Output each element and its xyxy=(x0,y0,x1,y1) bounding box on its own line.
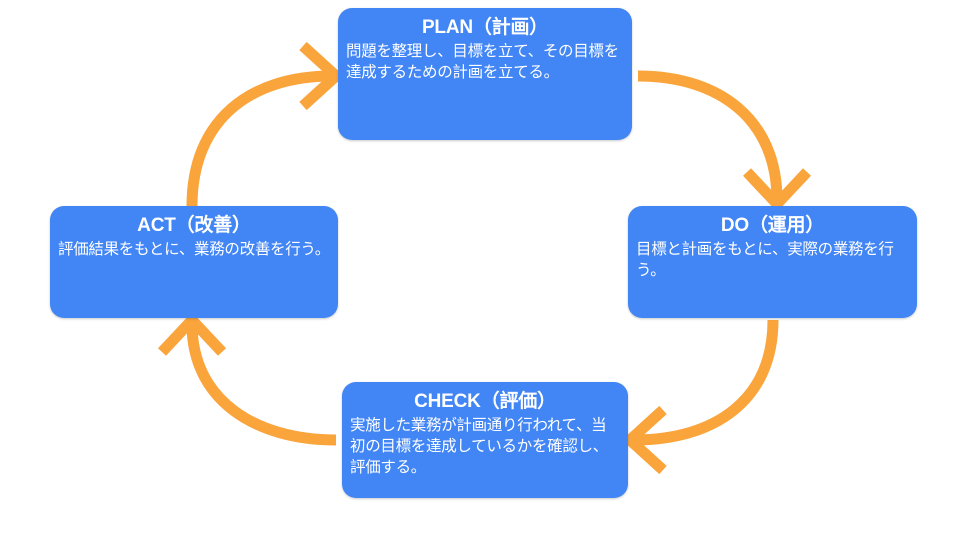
pdca-node-do[interactable]: DO（運用） 目標と計画をもとに、実際の業務を行う。 xyxy=(628,206,917,318)
pdca-node-check-body: 実施した業務が計画通り行われて、当初の目標を達成しているかを確認し、評価する。 xyxy=(350,416,608,476)
pdca-node-check[interactable]: CHECK（評価） 実施した業務が計画通り行われて、当初の目標を達成しているかを… xyxy=(342,382,628,498)
pdca-node-act-body: 評価結果をもとに、業務の改善を行う。 xyxy=(58,240,330,258)
pdca-node-act[interactable]: ACT（改善） 評価結果をもとに、業務の改善を行う。 xyxy=(50,206,338,318)
pdca-node-do-body: 目標と計画をもとに、実際の業務を行う。 xyxy=(636,240,894,279)
arrow-act-to-plan xyxy=(186,41,345,207)
pdca-node-plan[interactable]: PLAN（計画） 問題を整理し、目標を立て、その目標を達成するための計画を立てる… xyxy=(338,8,632,140)
arrow-do-to-check xyxy=(621,319,779,475)
arrow-plan-to-do xyxy=(637,70,812,213)
pdca-node-plan-body: 問題を整理し、目標を立て、その目標を達成するための計画を立てる。 xyxy=(346,42,619,81)
pdca-node-check-title: CHECK（評価） xyxy=(414,391,556,412)
pdca-node-act-title: ACT（改善） xyxy=(137,215,251,236)
arrow-check-to-act xyxy=(157,311,337,446)
pdca-node-plan-title: PLAN（計画） xyxy=(421,17,549,38)
pdca-node-do-title: DO（運用） xyxy=(720,215,825,236)
